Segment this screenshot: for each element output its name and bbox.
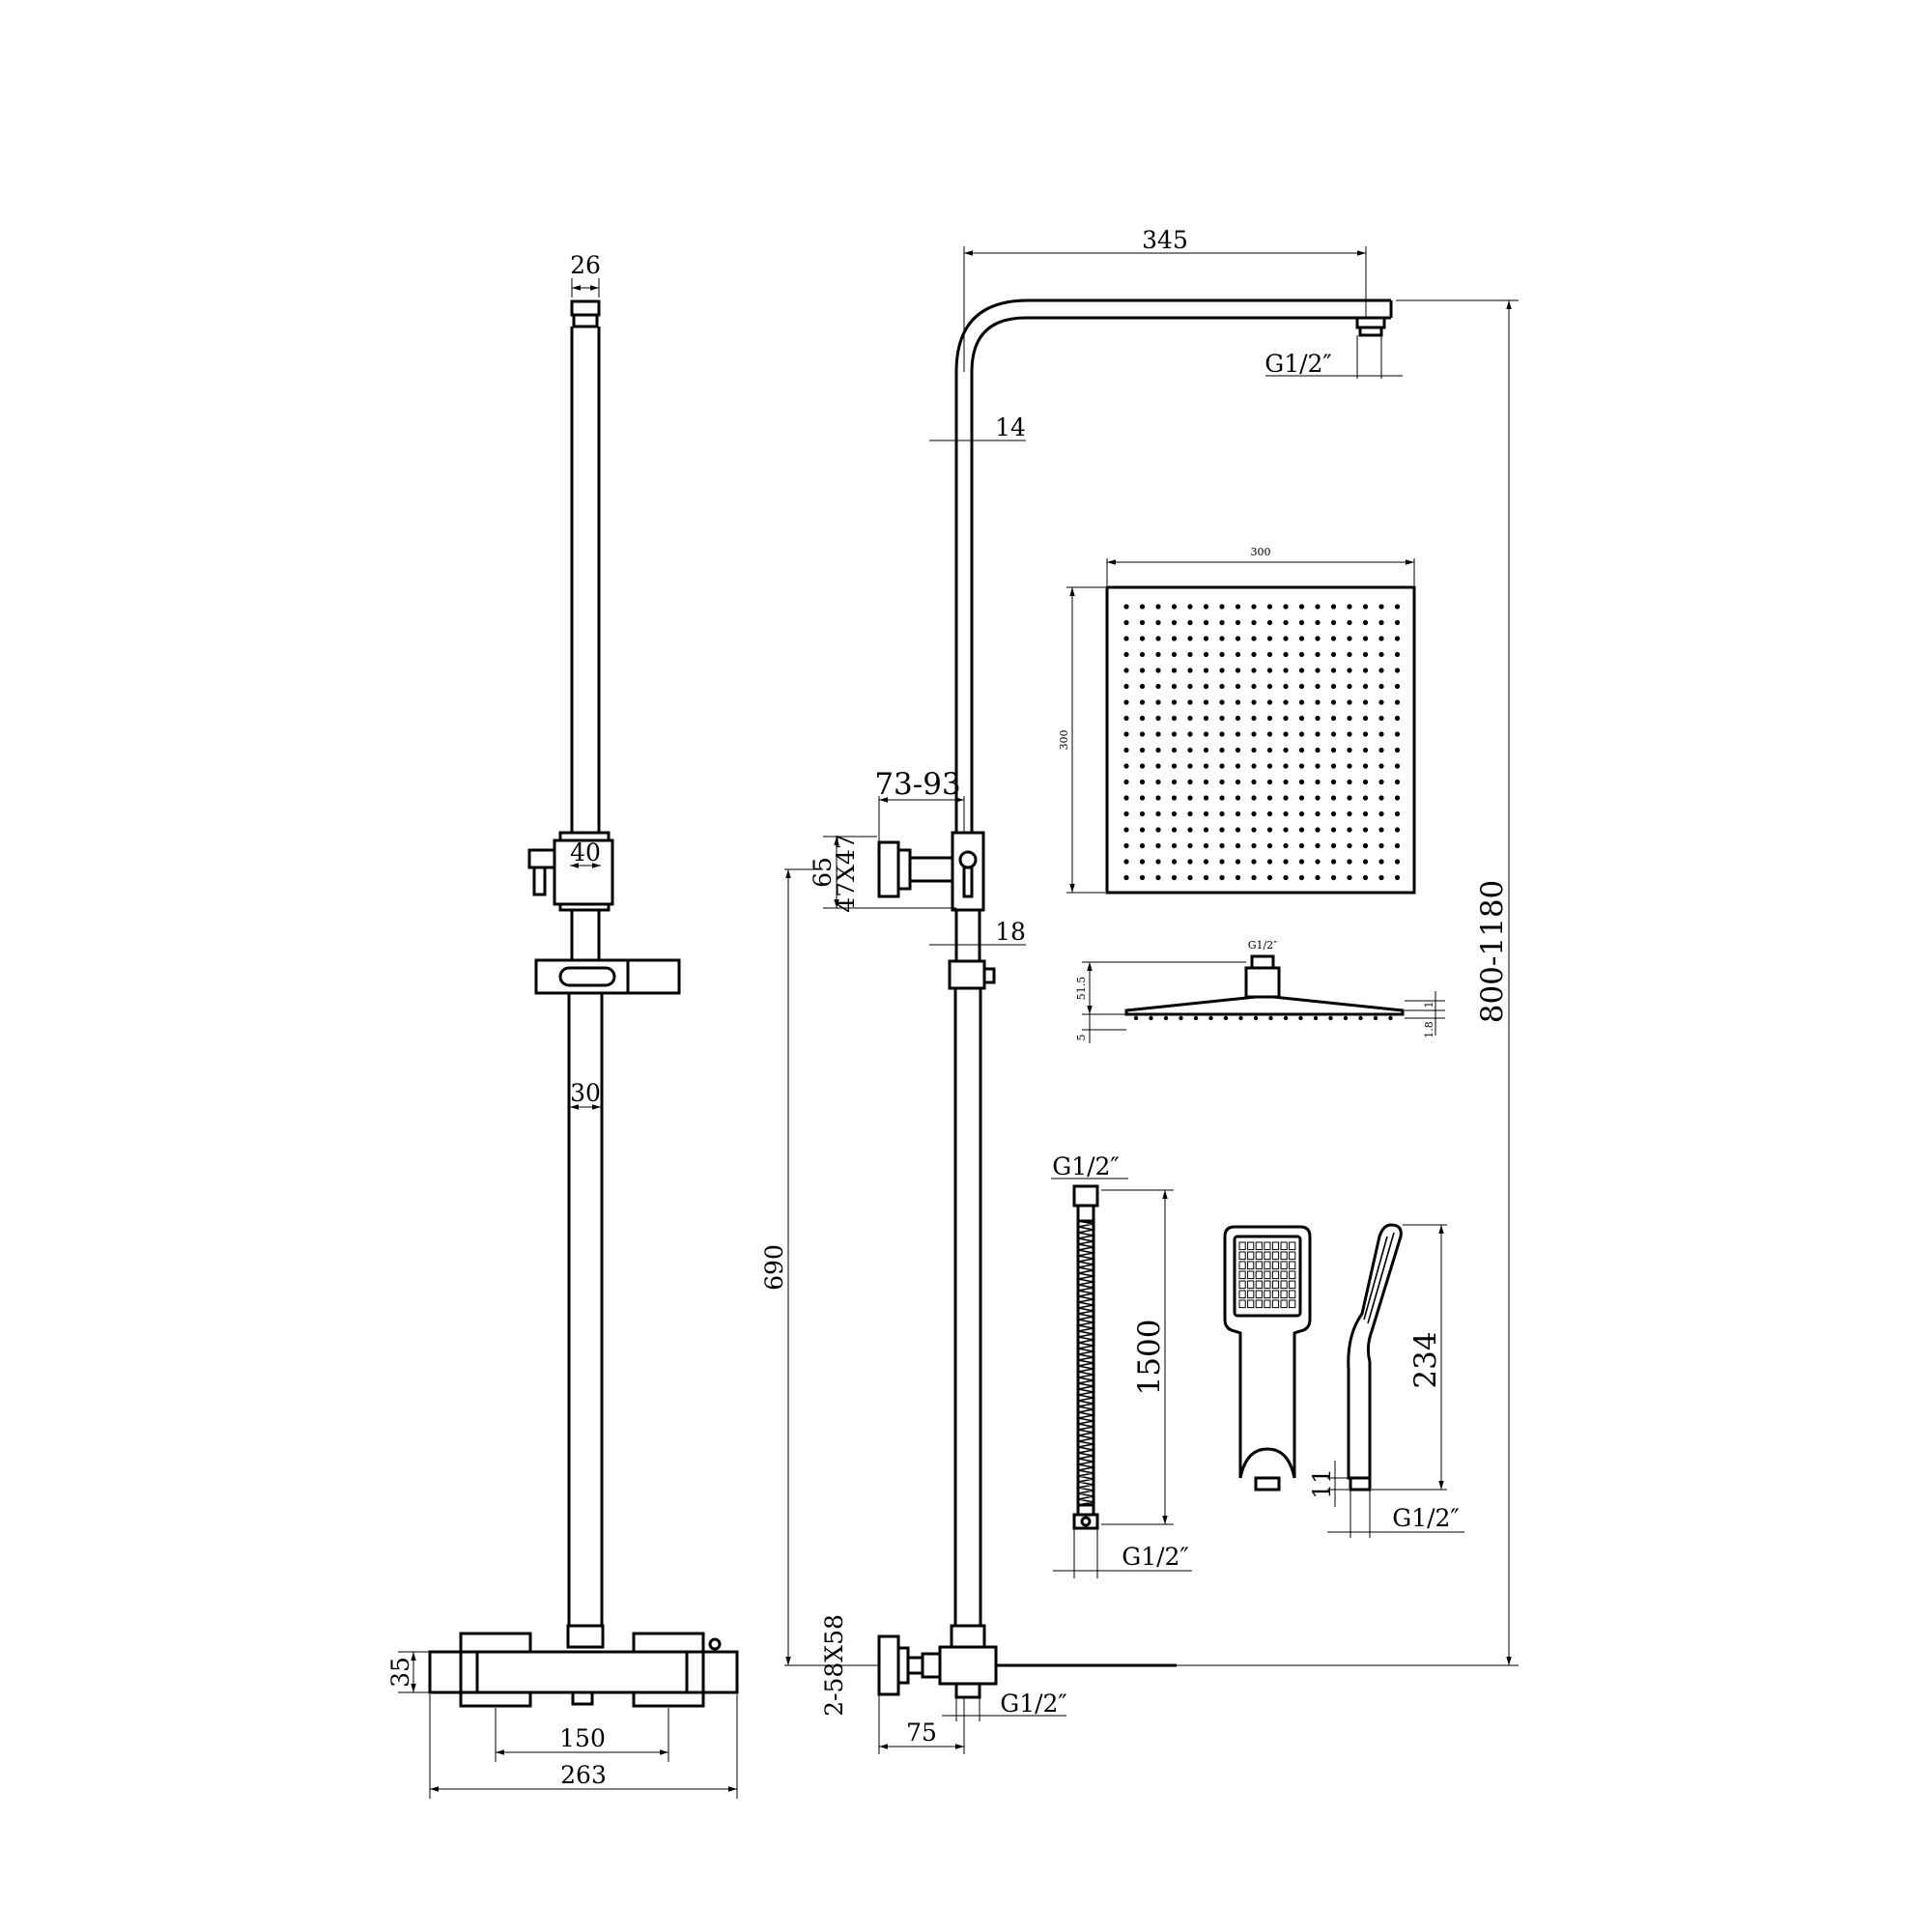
dim-hand-thread: G1/2″ bbox=[1392, 1504, 1460, 1532]
side-nut bbox=[950, 1624, 986, 1649]
dim-top-width: 26 bbox=[570, 251, 601, 279]
dim-edge-a: 1 bbox=[1423, 1002, 1435, 1009]
dim-outlet-thread: G1/2″ bbox=[1000, 1690, 1067, 1718]
dim-rain-width: 300 bbox=[1251, 546, 1271, 558]
hand-shower-grid bbox=[1238, 1241, 1296, 1309]
dim-height-range: 800-1180 bbox=[1475, 880, 1510, 1024]
rain-head-profile: G1/2″ 51.5 5 1 1.8 bbox=[1075, 939, 1445, 1043]
dim-plate-height: 5 bbox=[1075, 1035, 1088, 1041]
pipe-nut bbox=[566, 1624, 605, 1649]
side-valve-body bbox=[938, 1645, 998, 1686]
hand-shower-front bbox=[1223, 1225, 1312, 1492]
dim-pipe-width: 30 bbox=[570, 1079, 601, 1107]
side-dimensions: 345 G1/2″ 14 73-93 65 47X47 18 800-1180 … bbox=[760, 226, 1519, 1754]
dim-pipe-diameter: 14 bbox=[995, 413, 1026, 441]
holder-lever bbox=[532, 866, 547, 896]
dim-profile-height: 51.5 bbox=[1075, 977, 1088, 1001]
side-slider bbox=[948, 959, 986, 990]
hose-bottom-nut bbox=[1072, 1513, 1099, 1530]
inlet-right bbox=[632, 1690, 705, 1708]
rain-head-nozzles bbox=[1123, 604, 1401, 881]
dim-holder-width: 40 bbox=[570, 838, 601, 867]
dim-bracket-size: 47X47 bbox=[832, 834, 860, 912]
hose: G1/2″ 1500 G1/2″ bbox=[1051, 1152, 1192, 1578]
rain-head-top: 300 300 bbox=[1058, 546, 1416, 895]
dim-outlet-offset: 75 bbox=[906, 1719, 937, 1747]
holder-bracket-outer bbox=[553, 838, 614, 906]
dim-wall-plate: 2-58X58 bbox=[820, 1614, 848, 1717]
dim-arm-thread: G1/2″ bbox=[1264, 350, 1332, 378]
side-wall-plate bbox=[877, 1634, 900, 1696]
top-cap bbox=[570, 299, 601, 317]
dim-valve-height: 35 bbox=[386, 1657, 414, 1688]
profile-connector bbox=[1244, 966, 1281, 999]
hose-top-nut bbox=[1072, 1184, 1099, 1208]
slider-slot bbox=[558, 966, 616, 987]
dim-rain-thread: G1/2″ bbox=[1248, 939, 1278, 952]
dim-edge-b: 1.8 bbox=[1423, 1021, 1435, 1038]
dim-hand-length: 234 bbox=[1408, 1331, 1443, 1388]
dim-bracket-offset: 65 bbox=[809, 857, 837, 888]
dim-rain-depth: 300 bbox=[1058, 730, 1070, 751]
outlet-nozzle bbox=[571, 1690, 594, 1706]
front-view bbox=[428, 299, 739, 1708]
front-dimensions: 26 40 30 35 150 263 bbox=[386, 251, 738, 1799]
hand-shower-side: 234 11 G1/2″ bbox=[1308, 1223, 1464, 1538]
side-outlet bbox=[954, 1682, 981, 1699]
dim-hand-connector: 11 bbox=[1308, 1468, 1336, 1499]
hand-shower-side-body bbox=[1347, 1223, 1403, 1480]
dim-hose-bottom-thread: G1/2″ bbox=[1122, 1543, 1189, 1571]
hand-shower-side-thread bbox=[1349, 1476, 1372, 1492]
holder-knob bbox=[527, 848, 556, 869]
inlet-left bbox=[459, 1690, 532, 1708]
top-cap-ring bbox=[572, 313, 599, 328]
dim-lower-height: 690 bbox=[760, 1244, 788, 1291]
dim-overall-width: 263 bbox=[560, 1761, 607, 1789]
hand-shower-thread bbox=[1254, 1476, 1281, 1492]
profile-plate bbox=[1124, 995, 1405, 1016]
wall-bracket-plate bbox=[877, 840, 900, 898]
hose-coils bbox=[1076, 1220, 1095, 1506]
bracket-arm bbox=[908, 856, 954, 883]
side-view bbox=[877, 298, 1393, 1699]
dim-lower-pipe: 18 bbox=[995, 918, 1026, 946]
dim-hose-top-thread: G1/2″ bbox=[1052, 1152, 1120, 1180]
dim-hose-length: 1500 bbox=[1132, 1320, 1167, 1396]
dim-inlet-centers: 150 bbox=[559, 1724, 606, 1752]
dim-adjust-range: 73-93 bbox=[874, 767, 960, 802]
hand-shower-body bbox=[1223, 1225, 1312, 1479]
rain-head-plate bbox=[1105, 585, 1416, 895]
dim-arm-reach: 345 bbox=[1142, 226, 1188, 254]
